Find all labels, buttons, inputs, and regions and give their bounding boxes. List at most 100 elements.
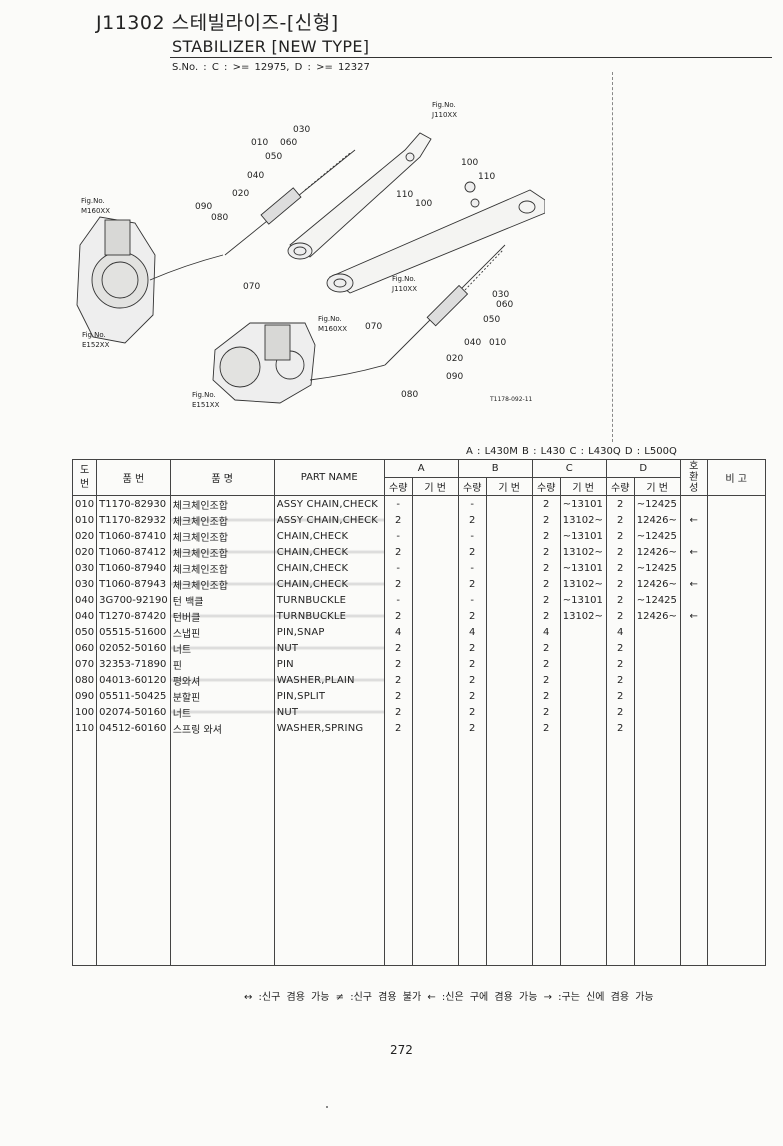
fig-ref: E152XX: [82, 341, 110, 349]
part-number: T1060-87943: [96, 576, 171, 592]
serial-d: [633, 720, 681, 736]
qty-a: 2: [383, 640, 413, 656]
row-number: 090: [71, 688, 98, 704]
compatibility: ←: [679, 512, 708, 528]
part-number: T1060-87412: [96, 544, 171, 560]
row-number: 020: [71, 544, 98, 560]
left-housing: [76, 216, 156, 344]
dashed-divider: [612, 72, 613, 442]
part-number: 3G700-92190: [96, 592, 171, 608]
serial-a: [411, 544, 459, 560]
qty-d: 2: [605, 560, 635, 576]
row-number: 040: [71, 592, 98, 608]
qty-a: 2: [383, 720, 413, 736]
callout: 080: [401, 390, 418, 400]
empty-cell: [273, 736, 385, 966]
col-remarks-header: 비 고: [706, 459, 766, 496]
part-number: T1060-87410: [96, 528, 171, 544]
part-name-en: PIN,SNAP: [273, 624, 385, 640]
qty-d: 2: [605, 544, 635, 560]
qty-c: 2: [531, 672, 561, 688]
group-a-header: A: [383, 459, 459, 478]
lower-chain-assembly: [309, 244, 506, 381]
serial-b: [485, 560, 533, 576]
qty-a: -: [383, 495, 413, 512]
qty-d: 2: [605, 672, 635, 688]
serial-d: 12426~: [633, 608, 681, 624]
qty-b: 2: [457, 688, 487, 704]
part-number: T1060-87940: [96, 560, 171, 576]
row-number: 050: [71, 624, 98, 640]
callout: 060: [280, 138, 297, 148]
part-name-en: TURNBUCKLE: [273, 592, 385, 608]
fig-ref: M160XX: [318, 325, 347, 333]
part-number: 05515-51600: [96, 624, 171, 640]
callout: 050: [483, 315, 500, 325]
compatibility: [679, 624, 708, 640]
part-name-en: NUT: [273, 640, 385, 656]
remarks: [706, 640, 766, 656]
qty-header: 수량: [605, 477, 635, 496]
qty-c: 2: [531, 544, 561, 560]
row-number: 020: [71, 528, 98, 544]
remarks: [706, 560, 766, 576]
serial-c: 13102~: [559, 512, 607, 528]
part-name-ko: 체크체인조합: [169, 528, 275, 544]
qty-b: -: [457, 495, 487, 512]
serial-a: [411, 528, 459, 544]
empty-cell: [633, 736, 681, 966]
callout: 040: [464, 338, 481, 348]
empty-cell: [96, 736, 171, 966]
qty-d: 2: [605, 688, 635, 704]
row-number: 030: [71, 560, 98, 576]
compatibility: [679, 656, 708, 672]
part-name-en: CHAIN,CHECK: [273, 560, 385, 576]
part-name-ko: 체크체인조합: [169, 560, 275, 576]
part-name-ko: 체크체인조합: [169, 495, 275, 512]
part-name-ko: 체크체인조합: [169, 576, 275, 592]
row-number: 030: [71, 576, 98, 592]
compatibility-legend: ↔ :신구 겸용 가능 ≠ :신구 겸용 불가 ← :신은 구에 겸용 가능 →…: [244, 992, 654, 1003]
callout: 110: [478, 172, 495, 182]
row-number: 100: [71, 704, 98, 720]
part-name-ko: 스냅핀: [169, 624, 275, 640]
serial-c: [559, 672, 607, 688]
qty-a: -: [383, 592, 413, 608]
serial-b: [485, 495, 533, 512]
serial-d: ~12425: [633, 592, 681, 608]
callout: 030: [492, 290, 509, 300]
fig-label: Fig.No.: [81, 197, 105, 205]
serial-b: [485, 528, 533, 544]
qty-header: 수량: [457, 477, 487, 496]
serial-a: [411, 672, 459, 688]
fig-ref: J110XX: [391, 285, 417, 293]
fig-ref: J110XX: [431, 111, 457, 119]
qty-c: 2: [531, 560, 561, 576]
part-number: 02052-50160: [96, 640, 171, 656]
parts-table: 도 번 품 번 품 명 PART NAME A B C D 호 환 성 비 고 …: [71, 459, 766, 966]
part-name-en: PIN,SPLIT: [273, 688, 385, 704]
qty-c: 2: [531, 640, 561, 656]
serial-d: [633, 624, 681, 640]
qty-b: 2: [457, 576, 487, 592]
remarks: [706, 528, 766, 544]
col-part-no-header: 품 번: [96, 459, 171, 496]
row-number: 040: [71, 608, 98, 624]
qty-a: 2: [383, 512, 413, 528]
fig-label: Fig.No.: [192, 391, 216, 399]
qty-b: 2: [457, 544, 487, 560]
serial-b: [485, 704, 533, 720]
serial-b: [485, 576, 533, 592]
qty-a: -: [383, 528, 413, 544]
serial-b: [485, 672, 533, 688]
qty-d: 4: [605, 624, 635, 640]
callout: 100: [461, 158, 478, 168]
remarks: [706, 592, 766, 608]
callout: 040: [247, 171, 264, 181]
